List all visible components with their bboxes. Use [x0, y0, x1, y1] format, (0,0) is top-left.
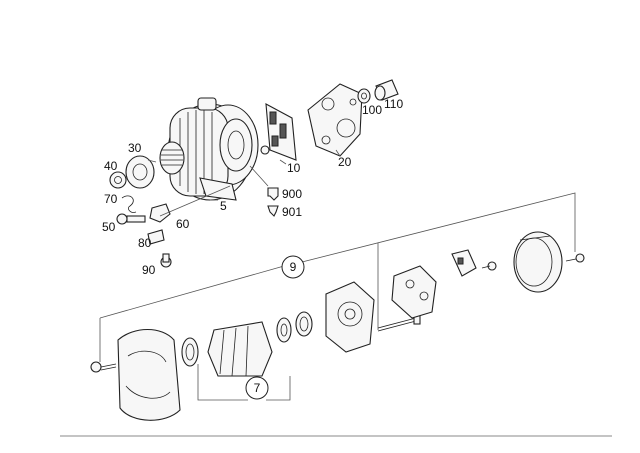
callout-20[interactable]: 20: [338, 155, 352, 169]
bolt-50[interactable]: [116, 213, 146, 225]
svg-text:7: 7: [254, 381, 261, 395]
spacer-ring[interactable]: [125, 155, 155, 189]
screw-lower-left[interactable]: [90, 361, 117, 373]
seal-ring[interactable]: [295, 311, 313, 337]
callout-40[interactable]: 40: [104, 159, 118, 173]
bearing-rear[interactable]: [276, 317, 292, 343]
screw-90[interactable]: [160, 253, 172, 268]
callout-901[interactable]: 901: [282, 205, 302, 219]
callout-90[interactable]: 90: [142, 263, 156, 277]
rear-cover-20[interactable]: [307, 83, 363, 157]
alternator-body[interactable]: [167, 97, 259, 201]
callout-900[interactable]: 900: [282, 187, 302, 201]
plug-900[interactable]: [267, 187, 279, 201]
pulley-nut[interactable]: [109, 171, 127, 189]
callout-7[interactable]: 7: [245, 376, 269, 400]
callout-70[interactable]: 70: [104, 192, 118, 206]
callout-80[interactable]: 80: [138, 236, 152, 250]
sleeve-110[interactable]: [374, 79, 399, 101]
callout-110[interactable]: 110: [384, 97, 403, 111]
callout-5[interactable]: 5: [220, 199, 227, 213]
callout-30[interactable]: 30: [128, 141, 142, 155]
drive-end-housing[interactable]: [117, 329, 181, 421]
group-7-bracket: [197, 364, 291, 401]
terminal-block[interactable]: [451, 249, 477, 277]
callout-60[interactable]: 60: [176, 217, 190, 231]
protective-cap[interactable]: [513, 231, 563, 293]
clip-80[interactable]: [147, 229, 165, 245]
cap-100[interactable]: [357, 88, 371, 104]
pulley[interactable]: [159, 141, 185, 175]
plug-901[interactable]: [267, 205, 279, 217]
leader-lines-upper: [147, 149, 341, 217]
svg-text:9: 9: [290, 260, 297, 274]
callout-10[interactable]: 10: [287, 161, 301, 175]
cap-screw[interactable]: [565, 253, 585, 263]
rectifier-bridge[interactable]: [391, 265, 437, 319]
slip-ring-housing[interactable]: [325, 281, 375, 353]
bolt-lower-right[interactable]: [481, 261, 497, 271]
callout-9[interactable]: 9: [281, 255, 305, 279]
bracket-60[interactable]: [149, 203, 171, 223]
group-9-bracket: [99, 192, 576, 362]
wire-70[interactable]: [121, 195, 137, 213]
callout-50[interactable]: 50: [102, 220, 116, 234]
bearing-front[interactable]: [181, 337, 199, 367]
rotor[interactable]: [207, 321, 273, 377]
callout-100[interactable]: 100: [362, 103, 382, 117]
regulator-10[interactable]: [260, 103, 297, 161]
